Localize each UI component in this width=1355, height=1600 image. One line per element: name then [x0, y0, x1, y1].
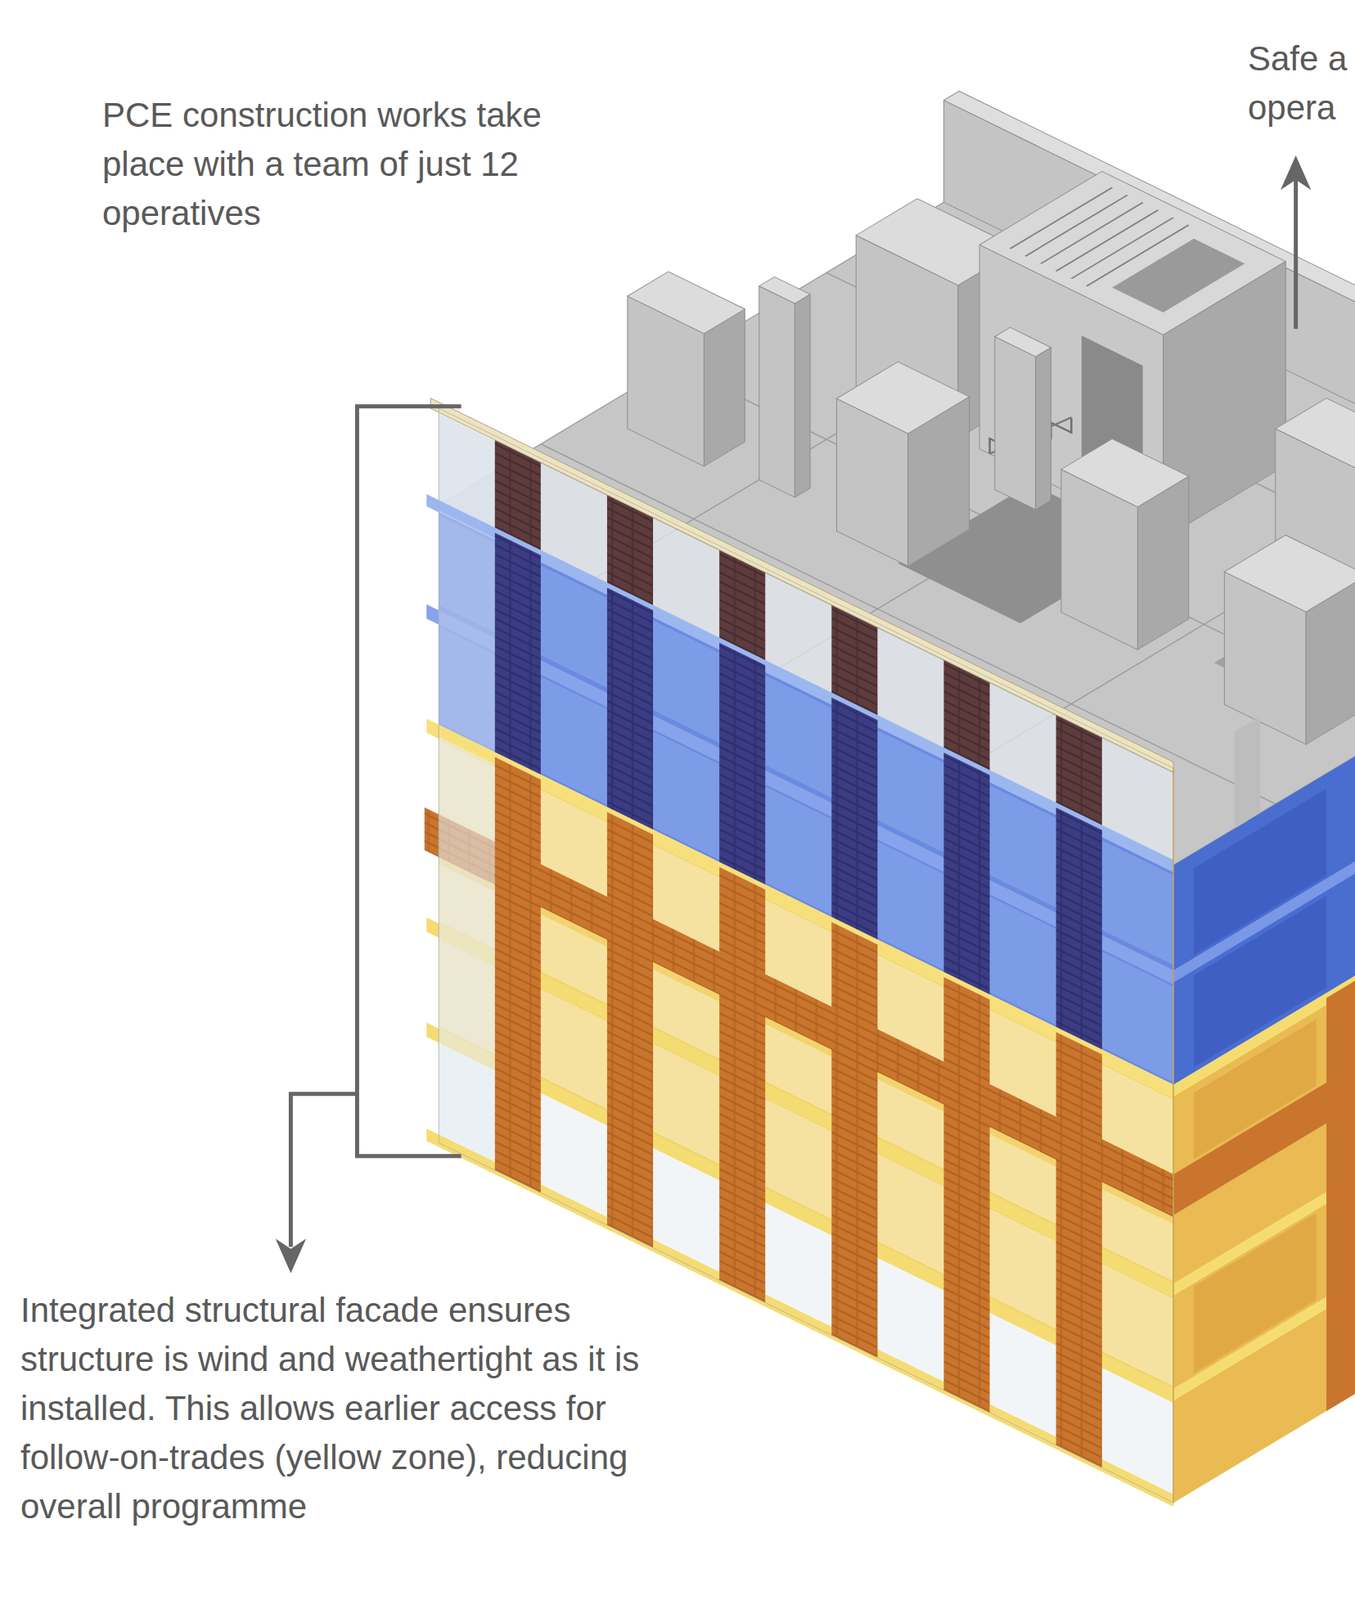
structural-facade — [438, 737, 496, 1163]
concrete-wall — [759, 276, 1355, 745]
leader-line — [356, 406, 461, 1157]
structural-facade — [607, 812, 653, 1249]
stair-core — [1010, 187, 1256, 319]
structural-facade — [1056, 1032, 1103, 1469]
structural-facade — [719, 643, 766, 891]
callout-text: PCE construction works take place with a… — [102, 90, 577, 239]
corner-edge — [1172, 768, 1174, 1504]
structural-facade — [719, 867, 766, 1304]
concrete-wall — [759, 276, 811, 304]
concrete-wall — [1275, 398, 1355, 474]
concrete-wall — [627, 271, 745, 334]
callout-text: Safe a opera — [1247, 34, 1351, 133]
structural-facade — [495, 757, 541, 1194]
leader-line — [290, 1093, 357, 1247]
concrete-wall — [1061, 438, 1189, 507]
concrete-wall — [703, 309, 745, 467]
concrete-wall — [994, 336, 1036, 509]
stair-core — [1111, 238, 1245, 313]
structural-facade — [831, 697, 878, 946]
arrow-head — [1280, 155, 1311, 190]
concrete-wall — [1224, 535, 1355, 613]
stair-core — [979, 171, 1286, 539]
structural-facade — [607, 587, 653, 835]
callout-text: Integrated structural facade ensures str… — [20, 1286, 676, 1532]
concrete-wall — [837, 361, 970, 434]
structural-facade — [438, 510, 496, 755]
side-elevation — [1173, 523, 1355, 1504]
structural-facade — [1056, 807, 1103, 1055]
concrete-wall — [627, 90, 1355, 553]
stair-core — [979, 171, 1286, 335]
leader-line — [290, 180, 1296, 1247]
concrete-wall — [759, 286, 796, 498]
leader-line — [1293, 180, 1298, 329]
side-elevation — [1173, 845, 1355, 1504]
structural-facade — [438, 408, 1174, 1504]
structural-facade — [495, 532, 541, 780]
structural-facade — [831, 922, 878, 1359]
concrete-wall — [1035, 347, 1052, 510]
side-elevation — [1234, 716, 1261, 829]
arrow-head — [275, 1238, 307, 1274]
side-elevation — [1326, 981, 1355, 1412]
arrow-head — [275, 155, 1312, 1274]
concrete-wall — [794, 294, 811, 498]
structural-facade — [943, 976, 990, 1414]
concrete-wall — [994, 327, 1052, 357]
side-elevation — [1173, 725, 1355, 983]
structural-facade — [943, 752, 990, 1000]
